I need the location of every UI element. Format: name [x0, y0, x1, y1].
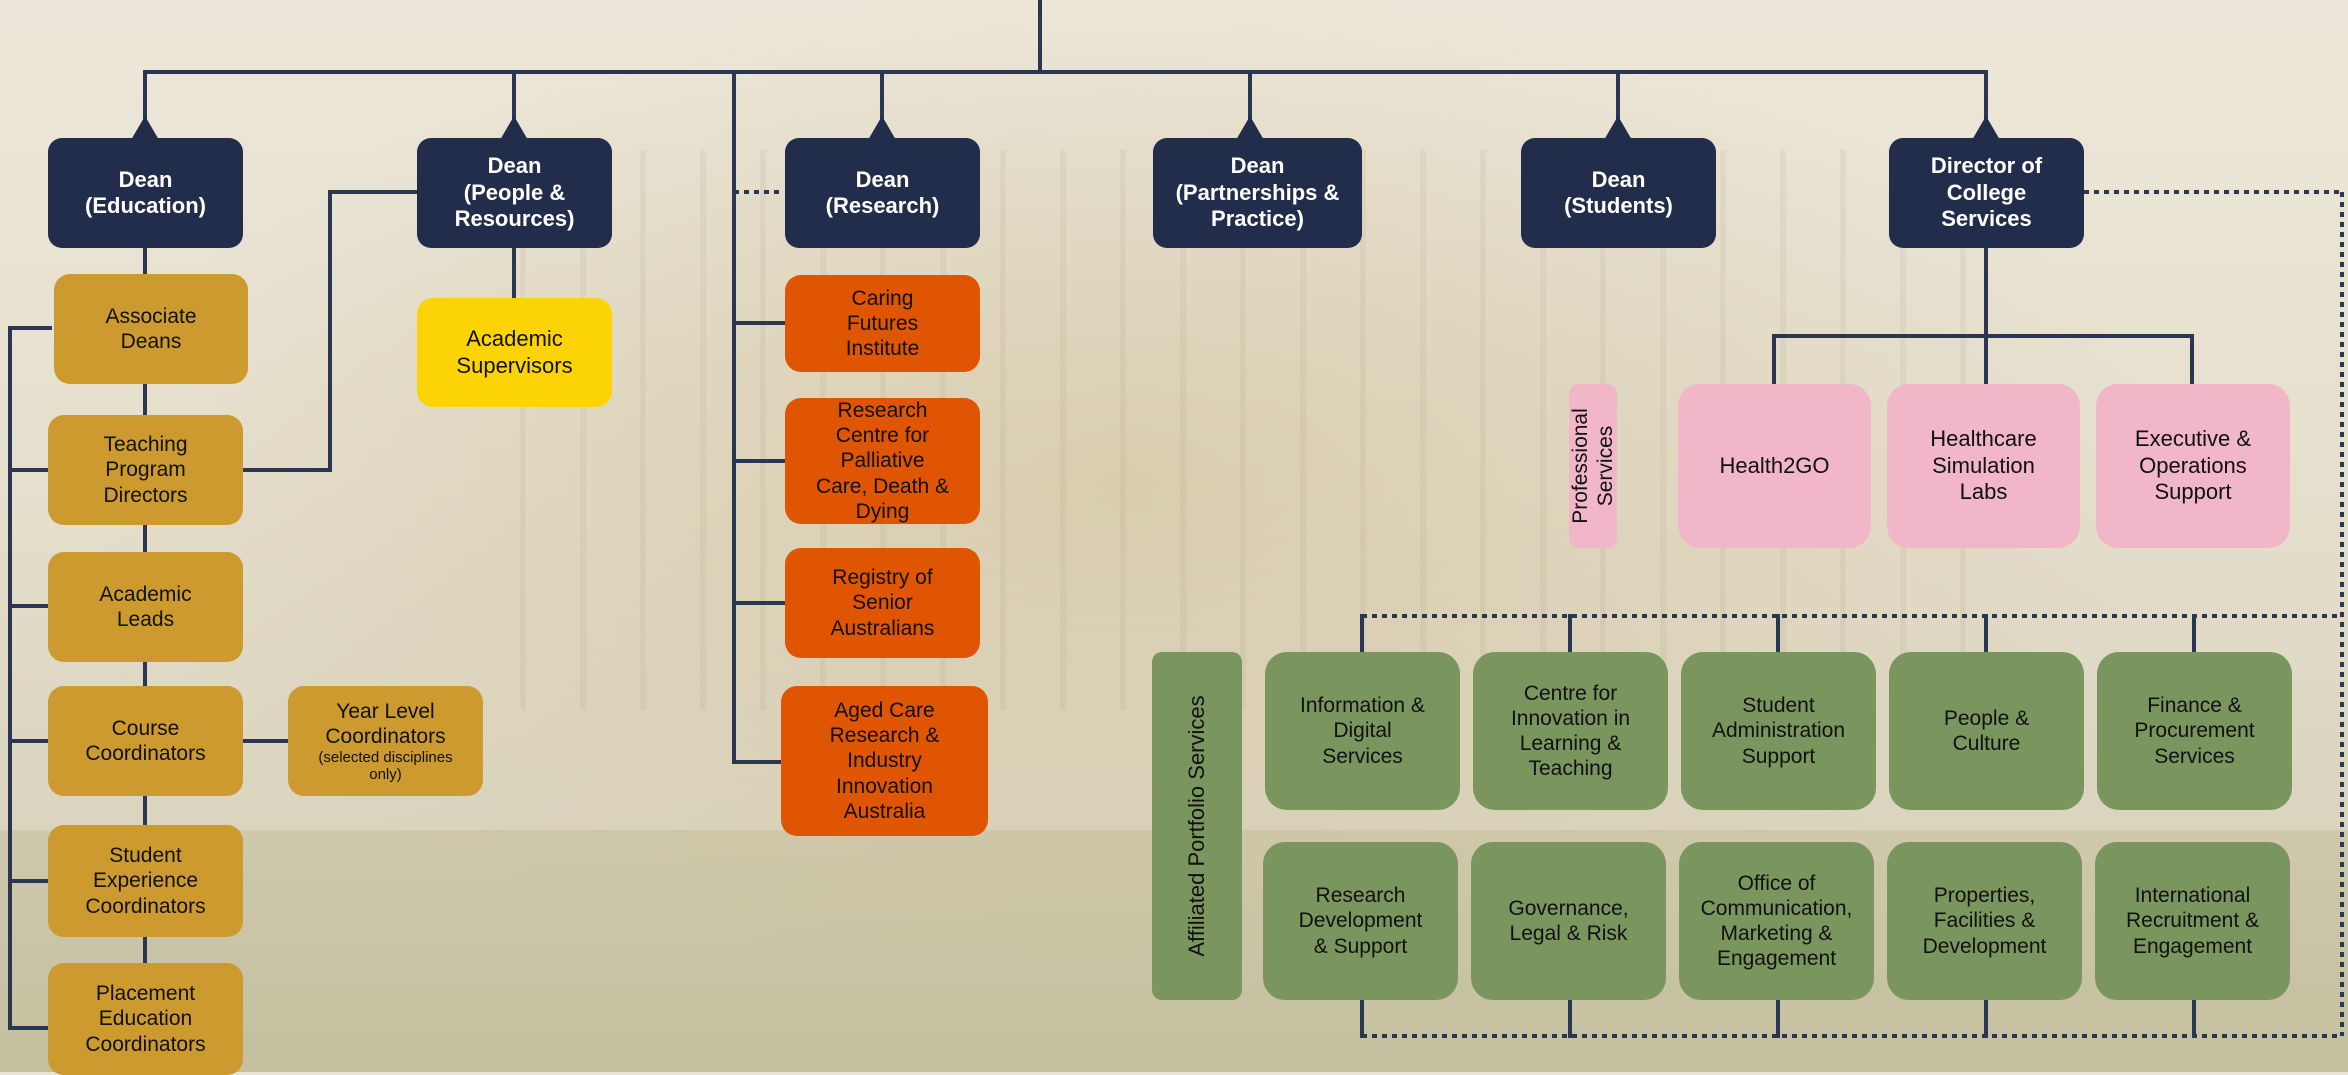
affiliated-service-box: Governance, Legal & Risk: [1471, 842, 1666, 1000]
affiliated-portfolio-services-label: Affiliated Portfolio Services: [1184, 695, 1209, 957]
dean-students-box: Dean (Students): [1521, 138, 1716, 248]
year-level-coordinators-box: Year Level Coordinators (selected discip…: [288, 686, 483, 796]
placement-education-coordinators-label: Placement Education Coordinators: [85, 982, 206, 1056]
palliative-care-centre-box: Research Centre for Palliative Care, Dea…: [785, 398, 980, 524]
course-coordinators-box: Course Coordinators: [48, 686, 243, 796]
dean-education-box: Dean (Education): [48, 138, 243, 248]
aged-care-research-box: Aged Care Research & Industry Innovation…: [781, 686, 988, 836]
health2go-box: Health2GO: [1678, 384, 1871, 548]
associate-deans-box: Associate Deans: [54, 274, 248, 384]
registry-senior-australians-box: Registry of Senior Australians: [785, 548, 980, 658]
affiliated-service-box: People & Culture: [1889, 652, 2084, 810]
finance-procurement-label: Finance & Procurement Services: [2134, 694, 2255, 768]
affiliated-service-box: Centre for Innovation in Learning & Teac…: [1473, 652, 1668, 810]
information-digital-services-label: Information & Digital Services: [1300, 694, 1425, 768]
academic-supervisors-box: Academic Supervisors: [417, 298, 612, 407]
office-communication-label: Office of Communication, Marketing & Eng…: [1700, 871, 1853, 971]
dean-partnerships-label: Dean (Partnerships & Practice): [1175, 153, 1340, 232]
health2go-label: Health2GO: [1719, 452, 1830, 478]
dean-people-label: Dean (People & Resources): [454, 153, 575, 232]
student-experience-coordinators-label: Student Experience Coordinators: [85, 844, 206, 918]
affiliated-service-box: Properties, Facilities & Development: [1887, 842, 2082, 1000]
caring-futures-institute-box: Caring Futures Institute: [785, 275, 980, 372]
registry-label: Registry of Senior Australians: [830, 566, 935, 640]
teaching-program-directors-label: Teaching Program Directors: [103, 433, 188, 507]
dean-education-label: Dean (Education): [85, 166, 206, 218]
professional-services-label: Professional Services: [1568, 408, 1617, 524]
affiliated-service-box: International Recruitment & Engagement: [2095, 842, 2290, 1000]
professional-services-label-box: [1569, 384, 1617, 548]
associate-deans-label: Associate Deans: [105, 304, 197, 353]
simulation-labs-label: Healthcare Simulation Labs: [1930, 426, 2037, 505]
dean-students-label: Dean (Students): [1564, 166, 1673, 218]
affiliated-portfolio-services-label-box: [1152, 652, 1242, 1000]
research-development-support-label: Research Development & Support: [1298, 884, 1423, 958]
caring-futures-label: Caring Futures Institute: [845, 286, 920, 361]
affiliated-service-box: Finance & Procurement Services: [2097, 652, 2292, 810]
aged-care-label: Aged Care Research & Industry Innovation…: [829, 699, 940, 823]
affiliated-service-box: Office of Communication, Marketing & Eng…: [1679, 842, 1874, 1000]
year-level-coordinators-label: Year Level Coordinators: [325, 699, 446, 748]
healthcare-simulation-labs-box: Healthcare Simulation Labs: [1887, 384, 2080, 548]
course-coordinators-label: Course Coordinators: [85, 716, 206, 765]
affiliated-service-box: Research Development & Support: [1263, 842, 1458, 1000]
dean-partnerships-box: Dean (Partnerships & Practice): [1153, 138, 1362, 248]
academic-supervisors-label: Academic Supervisors: [456, 326, 573, 378]
dean-research-box: Dean (Research): [785, 138, 980, 248]
dean-research-label: Dean (Research): [825, 166, 940, 218]
director-college-services-label: Director of College Services: [1930, 153, 2043, 232]
placement-education-coordinators-box: Placement Education Coordinators: [48, 963, 243, 1075]
academic-leads-label: Academic Leads: [99, 582, 192, 631]
governance-legal-risk-label: Governance, Legal & Risk: [1508, 896, 1629, 945]
student-administration-support-label: Student Administration Support: [1711, 694, 1846, 768]
people-culture-label: People & Culture: [1943, 706, 2030, 755]
properties-facilities-label: Properties, Facilities & Development: [1922, 884, 2047, 958]
academic-leads-box: Academic Leads: [48, 552, 243, 662]
dean-people-resources-box: Dean (People & Resources): [417, 138, 612, 248]
student-experience-coordinators-box: Student Experience Coordinators: [48, 825, 243, 937]
affiliated-service-box: Information & Digital Services: [1265, 652, 1460, 810]
affiliated-service-box: Student Administration Support: [1681, 652, 1876, 810]
palliative-care-label: Research Centre for Palliative Care, Dea…: [815, 399, 950, 523]
executive-operations-support-box: Executive & Operations Support: [2096, 384, 2290, 548]
director-college-services-box: Director of College Services: [1889, 138, 2084, 248]
teaching-program-directors-box: Teaching Program Directors: [48, 415, 243, 525]
international-recruitment-label: International Recruitment & Engagement: [2125, 884, 2260, 958]
centre-innovation-learning-label: Centre for Innovation in Learning & Teac…: [1510, 681, 1631, 781]
year-level-note: (selected disciplines only): [318, 748, 453, 784]
executive-ops-label: Executive & Operations Support: [2134, 426, 2252, 505]
